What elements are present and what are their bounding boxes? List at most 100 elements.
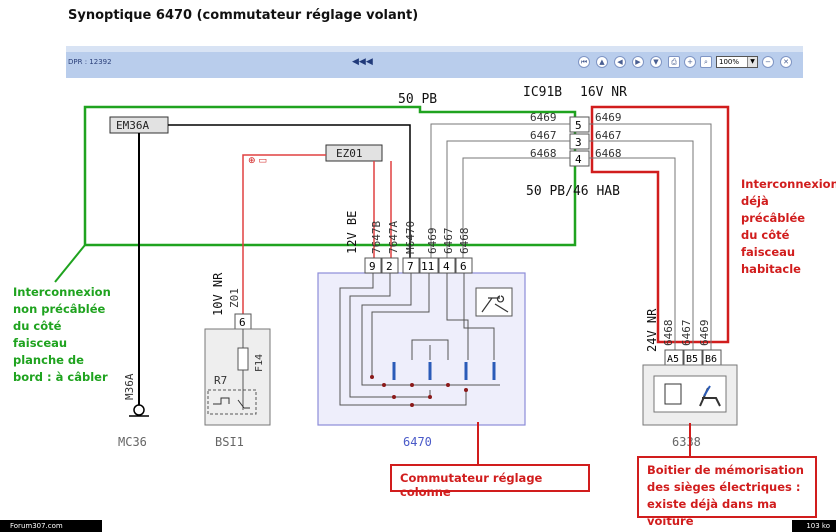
seat-icon-highlight: [703, 385, 711, 397]
chevron-down-icon: ▼: [747, 57, 757, 67]
comp-6470-name: 6470: [403, 435, 432, 449]
ground-symbol: [133, 404, 145, 416]
page-title: Synoptique 6470 (commutateur réglage vol…: [68, 8, 419, 23]
green-annotation-line: Interconnexion: [13, 285, 111, 299]
red-annotation-line: habitacle: [741, 262, 801, 276]
comp-6470-pin-6-label: 6: [460, 260, 467, 273]
comp-6338-name: 6338: [672, 435, 701, 449]
red-annotation: Interconnexion déjà précâblée du côté fa…: [741, 176, 836, 278]
zoom-search-icon[interactable]: ⌕: [700, 56, 712, 68]
wire-label-7647b: 7647B: [370, 221, 383, 254]
green-annotation-line: du côté: [13, 319, 62, 333]
close-icon[interactable]: ✕: [780, 56, 792, 68]
wire-label-z01: Z01: [228, 288, 241, 308]
red-interconnect-outline: [590, 105, 730, 344]
harness-label: 50 PB/46 HAB: [526, 184, 620, 199]
ez01-box: [325, 144, 383, 162]
label-12v-be: 12V BE: [345, 211, 359, 254]
down-icon[interactable]: ▼: [650, 56, 662, 68]
comp-mc36-name: MC36: [118, 435, 147, 449]
comp-bsi1-body: [204, 328, 271, 426]
wire-label-6338-6469: 6469: [698, 320, 711, 347]
up-icon[interactable]: ▲: [596, 56, 608, 68]
wire-label-m6470: M6470: [404, 221, 417, 254]
note-memo-line: existe déjà dans ma voiture: [647, 497, 777, 528]
wire-label-m36a: M36A: [123, 373, 136, 400]
relay-r7-coil: [213, 397, 250, 409]
zoom-value: 100%: [719, 58, 740, 66]
ic91b-pin-4-label: 4: [575, 153, 582, 166]
comp-6338-pin-b5-label: B5: [686, 354, 698, 365]
note-memo-line: Boitier de mémorisation: [647, 463, 804, 477]
footer: Forum307.com 103 ko: [0, 520, 836, 532]
wire-6468-left: [462, 157, 570, 258]
comp-6470-pin-11-label: 11: [421, 260, 434, 273]
comp-6338-pin-a5-label: A5: [667, 354, 679, 365]
zoom-out-icon[interactable]: −: [762, 56, 774, 68]
green-annotation-line: bord : à câbler: [13, 370, 108, 384]
red-annotation-line: du côté: [741, 228, 790, 242]
comp-6470-pin-7-label: 7: [407, 260, 414, 273]
steering-adjust-icon-glyph: [481, 295, 509, 313]
fuse-red-icon: ⊕ ▭: [248, 156, 267, 166]
relay-r7: [207, 389, 257, 415]
prev-icon[interactable]: ◀: [614, 56, 626, 68]
comp-6470-junction-dots: [370, 375, 468, 407]
note-commutateur-colonne: Commutateur réglage colonne: [390, 464, 590, 499]
wire-label-6467: 6467: [442, 228, 455, 255]
viewer-toolbar: DPR : 12392 ◀◀◀ ⏮ ▲ ◀ ▶ ▼ ⎙ + ⌕ 100% ▼ −…: [66, 46, 803, 78]
wire-em36a-6470: [168, 124, 411, 258]
wire-label-6469: 6469: [426, 228, 439, 255]
comp-6470-pin-4-label: 4: [443, 260, 450, 273]
relay-r7-label: R7: [214, 374, 227, 387]
fuse-f14: [237, 347, 249, 371]
comp-6470-pin-2-label: 2: [386, 260, 393, 273]
rewind-icon[interactable]: ◀◀◀: [352, 57, 373, 67]
label-10v-nr: 10V NR: [211, 272, 225, 316]
wire-label-6338-6468: 6468: [662, 320, 675, 347]
ecu-chip-icon: [664, 383, 682, 405]
green-annotation-line: non précâblée: [13, 302, 106, 316]
connector-ic91b-label: IC91B: [523, 85, 562, 100]
wire-6469-left: [430, 123, 570, 258]
ic91b-right-6468: 6468: [595, 147, 622, 160]
zoom-select[interactable]: 100% ▼: [716, 56, 758, 68]
wire-label-7647a: 7647A: [387, 221, 400, 254]
green-annotation-line: planche de: [13, 353, 84, 367]
wire-label-6338-6467: 6467: [680, 320, 693, 347]
comp-6470-pin-9-label: 9: [369, 260, 376, 273]
green-annotation: Interconnexion non précâblée du côté fai…: [13, 284, 113, 386]
comp-6338-pin-b6-label: B6: [705, 354, 717, 365]
green-annotation-line: faisceau: [13, 336, 68, 350]
green-annotation-pointer: [54, 244, 86, 283]
first-page-icon[interactable]: ⏮: [578, 56, 590, 68]
ic91b-left-6468: 6468: [530, 147, 557, 160]
wire-label-6468: 6468: [458, 228, 471, 255]
note-boitier-memorisation: Boitier de mémorisation des sièges élect…: [637, 456, 817, 528]
label-16v-nr: 16V NR: [580, 85, 627, 100]
red-annotation-line: déjà précâblée: [741, 194, 806, 225]
footer-filesize: 103 ko: [792, 520, 836, 532]
ic91b-right-6467: 6467: [595, 129, 622, 142]
print-icon[interactable]: ⎙: [668, 56, 680, 68]
wire-6469-right: [589, 123, 712, 350]
wire-6467-left: [446, 140, 570, 258]
red-annotation-line: Interconnexion: [741, 177, 836, 191]
wire-z01-red: [242, 154, 326, 314]
red-annotation-line: faisceau: [741, 245, 796, 259]
ic91b-pin-3-label: 3: [575, 136, 582, 149]
next-icon[interactable]: ▶: [632, 56, 644, 68]
toolbar-strip: [66, 46, 803, 52]
wire-6468-right: [589, 157, 676, 350]
wire-6467-right: [589, 140, 694, 350]
ez01-label: EZ01: [336, 147, 363, 160]
bundle-50pb-label: 50 PB: [398, 92, 437, 107]
ic91b-right-6469: 6469: [595, 111, 622, 124]
comp-6470-switch-contacts: [392, 362, 496, 380]
document-reference: DPR : 12392: [68, 58, 112, 66]
bsi1-pin-6-label: 6: [239, 316, 246, 329]
ic91b-pin-5-label: 5: [575, 119, 582, 132]
zoom-in-icon[interactable]: +: [684, 56, 696, 68]
comp-6470-internal-circuit: [339, 273, 500, 406]
